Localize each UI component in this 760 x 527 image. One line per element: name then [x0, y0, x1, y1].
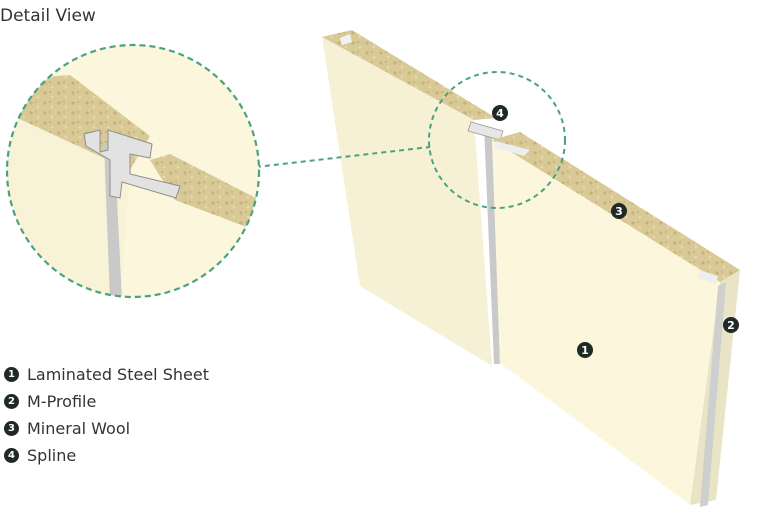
callout: [255, 71, 566, 209]
callout-connector: [255, 146, 431, 168]
legend-label: Spline: [27, 446, 77, 465]
legend: 1 Laminated Steel Sheet 2 M-Profile 3 Mi…: [4, 361, 209, 469]
legend-badge: 2: [4, 394, 19, 409]
back-panel: [322, 30, 496, 366]
front-panel-groove: [494, 141, 530, 156]
zoom-spline: [83, 129, 181, 199]
marker-4: 4: [492, 105, 508, 121]
legend-item: 4 Spline: [4, 442, 209, 469]
zoom-detail: [5, 43, 261, 299]
legend-label: M-Profile: [27, 392, 97, 411]
front-panel-face: [492, 140, 720, 505]
back-panel-slot: [340, 34, 352, 45]
back-panel-core: [322, 30, 496, 120]
back-panel-face: [322, 37, 492, 366]
legend-item: 2 M-Profile: [4, 388, 209, 415]
legend-label: Mineral Wool: [27, 419, 131, 438]
marker-4-label: 4: [496, 107, 504, 120]
marker-3: 3: [611, 203, 627, 219]
m-profile-right: [700, 282, 726, 507]
legend-badge: 4: [4, 448, 19, 463]
front-panel-edge-slot: [698, 270, 718, 284]
callout-small-circle: [428, 71, 566, 209]
legend-badge: 1: [4, 367, 19, 382]
marker-3-label: 3: [615, 205, 623, 218]
m-profile-left: [484, 126, 500, 364]
page-title: Detail View: [0, 6, 96, 26]
legend-badge: 3: [4, 421, 19, 436]
legend-item: 3 Mineral Wool: [4, 415, 209, 442]
marker-1: 1: [577, 342, 593, 358]
zoom-right-core: [150, 154, 259, 232]
legend-item: 1 Laminated Steel Sheet: [4, 361, 209, 388]
zoom-circle-outline: [5, 43, 261, 299]
marker-2: 2: [723, 317, 739, 333]
zoom-profile: [104, 138, 122, 297]
legend-label: Laminated Steel Sheet: [27, 365, 209, 384]
front-panel: [492, 132, 740, 507]
marker-2-label: 2: [727, 319, 735, 332]
marker-1-label: 1: [581, 344, 589, 357]
